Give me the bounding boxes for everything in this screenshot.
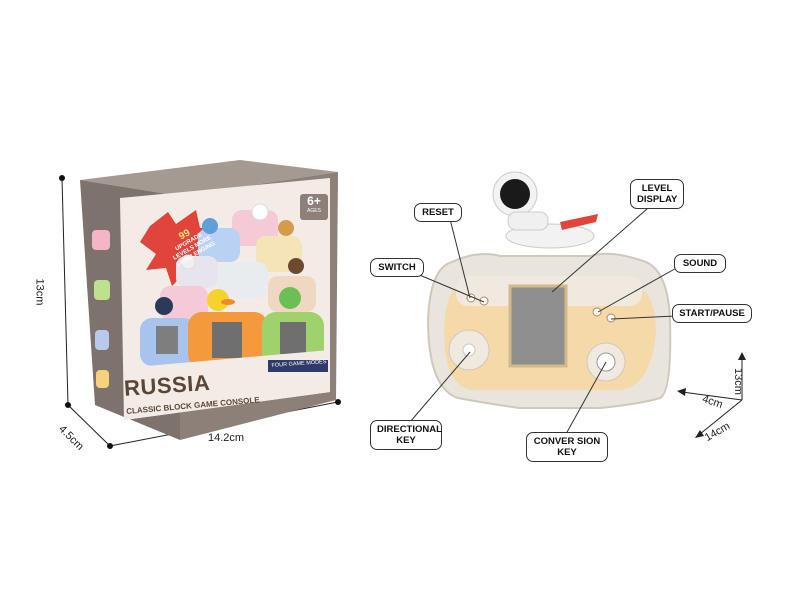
console-height-label: 13cm: [732, 368, 744, 395]
product-box: [80, 160, 338, 440]
age-label: AGES: [307, 208, 321, 214]
callout-level-display-line1: LEVEL: [641, 183, 673, 194]
callout-conversion-line2: KEY: [557, 447, 577, 458]
callout-switch: SWITCH: [370, 258, 424, 277]
callout-leader-lines: [409, 201, 681, 435]
callout-conversion-key: CONVER SION KEY: [526, 432, 608, 462]
callout-switch-text: SWITCH: [378, 262, 416, 273]
callout-directional-key: DIRECTIONAL KEY: [370, 420, 442, 450]
callout-directional-line2: KEY: [396, 435, 416, 446]
age-value: 6+: [307, 194, 321, 208]
callout-start-pause: START/PAUSE: [672, 304, 752, 323]
callout-directional-line1: DIRECTIONAL: [377, 424, 442, 435]
callout-start-pause-text: START/PAUSE: [679, 308, 745, 319]
box-width-label: 14.2cm: [208, 432, 245, 444]
callout-sound: SOUND: [674, 254, 726, 273]
callout-reset: RESET: [414, 203, 462, 222]
callout-reset-text: RESET: [422, 207, 454, 218]
callout-conversion-line1: CONVER SION: [533, 436, 601, 447]
callout-level-display: LEVEL DISPLAY: [630, 179, 684, 209]
age-badge: 6+ AGES: [300, 194, 328, 220]
handheld-console: [426, 171, 672, 409]
callout-level-display-line2: DISPLAY: [637, 194, 678, 205]
console-dimension-lines: [681, 358, 743, 435]
callout-sound-text: SOUND: [682, 258, 718, 269]
